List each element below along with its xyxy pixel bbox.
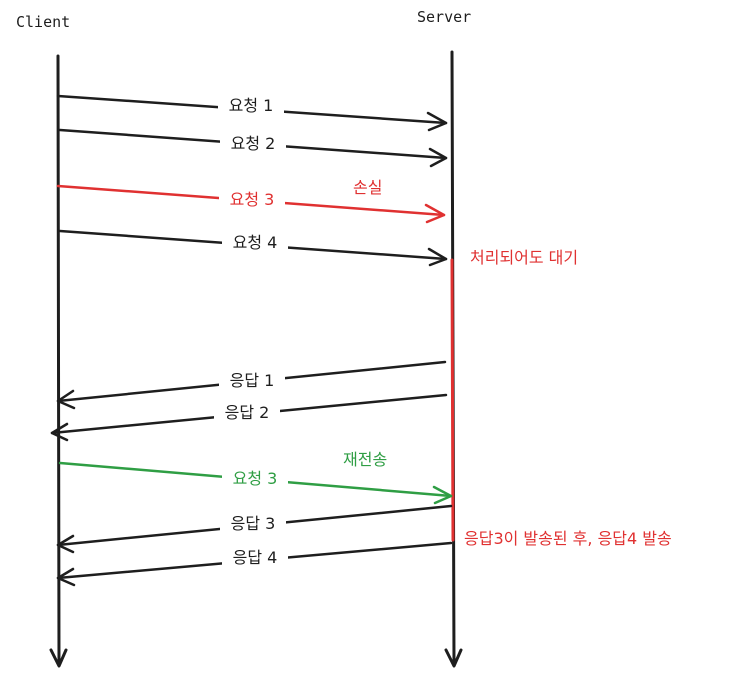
client-lifeline	[49, 54, 68, 668]
message-request-3-lost: 요청 3	[56, 184, 446, 224]
waiting-annotation: 처리되어도 대기	[470, 248, 578, 267]
message-request-1: 요청 1	[56, 94, 448, 132]
message-request-3-retransmit: 요청 3	[58, 461, 453, 505]
after-send-annotation: 응답3이 발송된 후, 응답4 발송	[464, 529, 672, 548]
message-response-2: 응답 2	[50, 393, 448, 442]
message-response-1: 응답 1	[56, 360, 447, 410]
server-waiting-bar	[450, 258, 455, 542]
retransmit-annotation: 재전송	[343, 450, 387, 469]
message-label: 요청 3	[230, 190, 275, 209]
message-request-4: 요청 4	[58, 229, 448, 267]
message-label: 요청 4	[233, 233, 278, 252]
message-label: 요청 3	[233, 469, 278, 488]
message-label: 응답 4	[233, 548, 278, 567]
message-response-3: 응답 3	[56, 504, 453, 554]
message-response-4: 응답 4	[56, 541, 453, 587]
client-label: Client	[16, 13, 70, 31]
loss-annotation: 손실	[353, 178, 382, 197]
message-label: 응답 2	[225, 403, 270, 422]
message-label: 요청 1	[229, 96, 274, 115]
message-request-2: 요청 2	[58, 128, 448, 168]
message-label: 응답 3	[231, 514, 276, 533]
message-label: 요청 2	[231, 134, 276, 153]
message-label: 응답 1	[230, 371, 275, 390]
server-label: Server	[417, 8, 471, 26]
